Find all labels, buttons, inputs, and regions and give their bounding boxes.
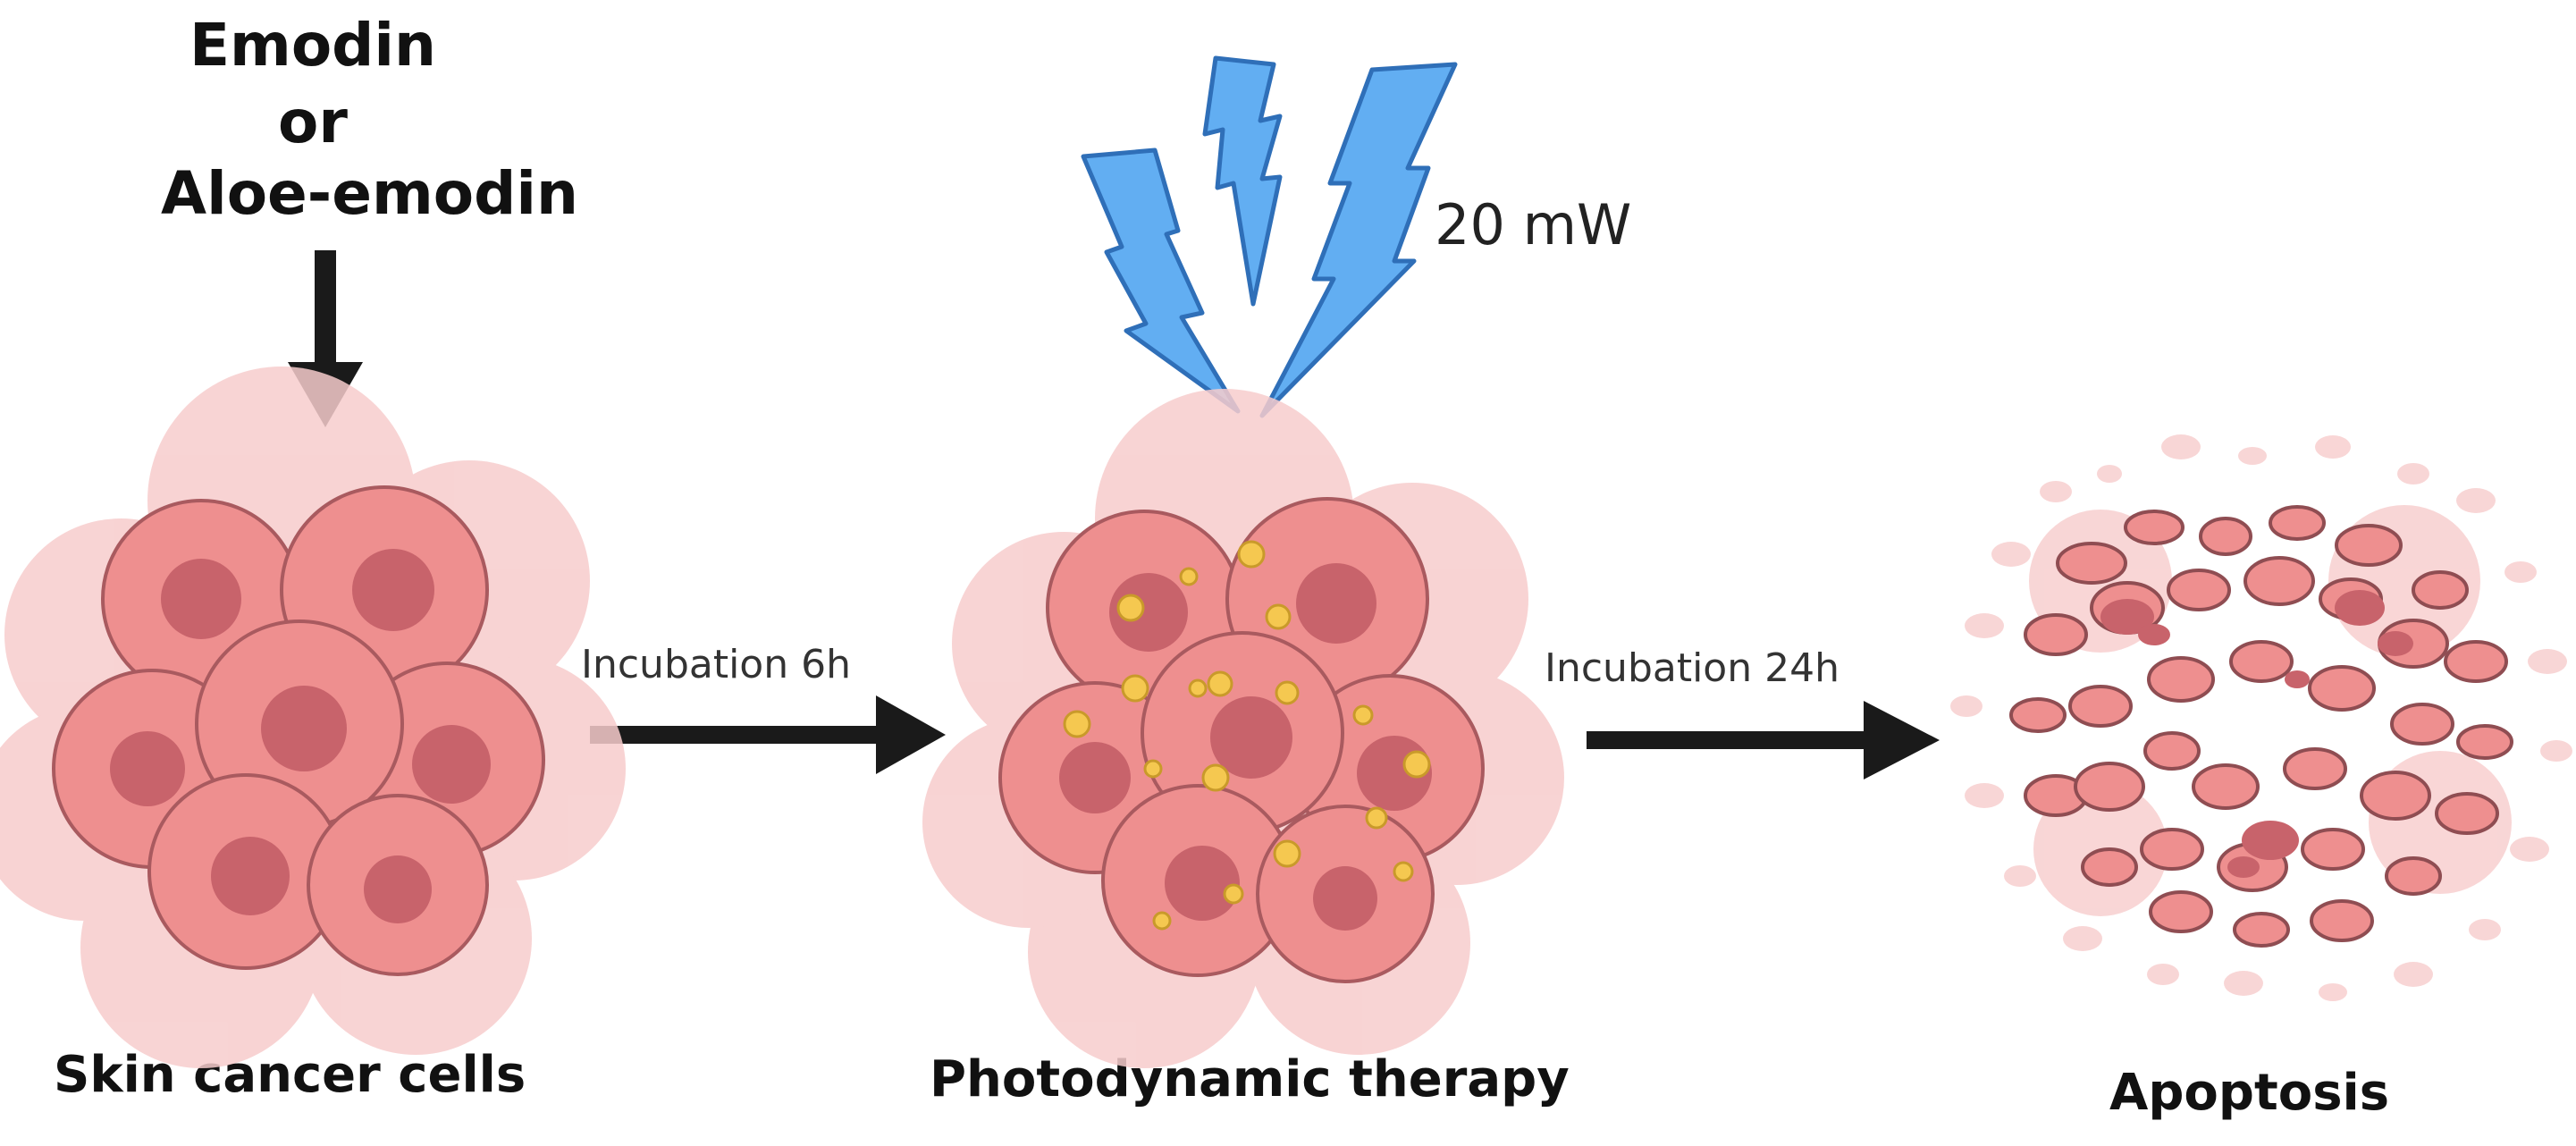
light-bolt-left-icon <box>1081 147 1241 414</box>
stage-label-skin-cancer-cells: Skin cancer cells <box>54 1046 526 1104</box>
photosensitizer-particles <box>1063 540 1431 931</box>
step-label-incubation-6h: Incubation 6h <box>581 642 851 687</box>
stage-label-photodynamic-therapy: Photodynamic therapy <box>930 1050 1570 1108</box>
light-bolt-icons <box>1081 55 1458 418</box>
light-bolt-middle-icon <box>1202 55 1283 307</box>
light-power-label: 20 mW <box>1435 192 1632 257</box>
cancer-cell-cluster-icon <box>0 367 626 1068</box>
apoptotic-fragments-icon <box>1950 434 2572 1001</box>
stage-label-apoptosis: Apoptosis <box>2109 1064 2390 1122</box>
incubation-24h-arrow <box>1587 701 1940 779</box>
step-label-incubation-24h: Incubation 24h <box>1545 645 1839 691</box>
treated-cell-cluster-icon <box>922 389 1564 1068</box>
drug-label-line1: Emodin <box>189 11 437 80</box>
light-bolt-right-icon <box>1259 62 1458 418</box>
incubation-6h-arrow <box>590 695 946 774</box>
drug-label-line2: or <box>278 88 348 156</box>
